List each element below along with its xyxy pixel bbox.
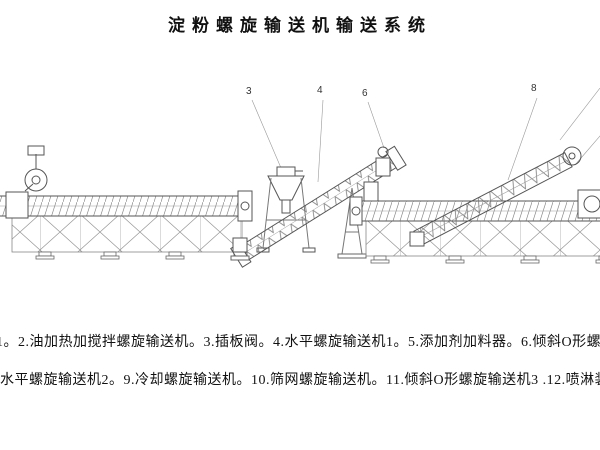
discharge-unit — [577, 189, 600, 219]
mixing-conveyor-drive — [5, 145, 48, 219]
callout-label: 3 — [246, 86, 252, 97]
drawing-title: 淀粉螺旋输送机输送系统 — [168, 16, 432, 35]
conveyor-system-drawing — [0, 87, 600, 268]
callout-label: 8 — [531, 83, 537, 94]
inclined-conveyor-1 — [230, 145, 407, 268]
horizontal-conveyor-1 — [0, 190, 253, 222]
legend-line-2: 水平螺旋输送机2。9.冷却螺旋输送机。10.筛网螺旋输送机。11.倾斜O形螺旋输… — [0, 373, 600, 388]
callout-label: 4 — [317, 85, 323, 96]
support-truss-right — [365, 220, 600, 264]
legend-line-1: 1。2.油加热加搅拌螺旋输送机。3.插板阀。4.水平螺旋输送机1。5.添加剂加料… — [0, 335, 600, 350]
callout-label: 6 — [362, 88, 368, 99]
inclined-conveyor-2 — [409, 146, 582, 247]
support-truss-left — [11, 215, 250, 260]
slide-valve-hopper — [256, 166, 316, 253]
